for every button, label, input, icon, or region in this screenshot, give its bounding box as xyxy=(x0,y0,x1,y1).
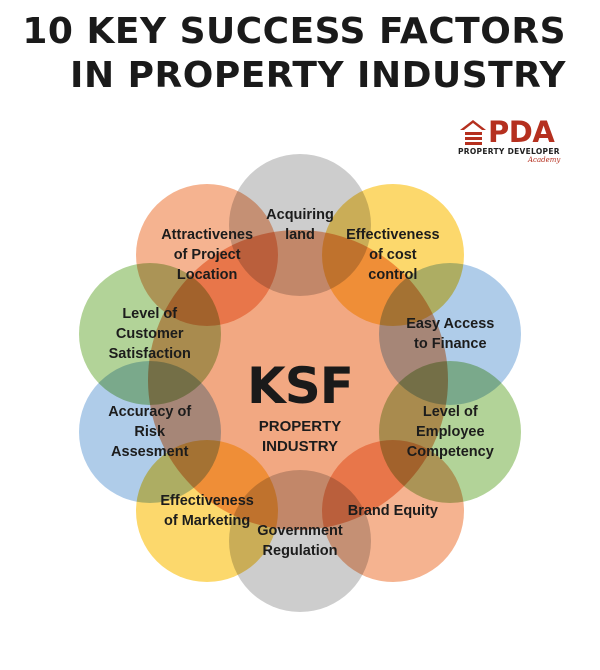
logo-subtitle: PROPERTY DEVELOPER xyxy=(458,147,560,156)
factor-label-line: Employee xyxy=(416,423,485,440)
factor-label-line: Level of xyxy=(122,306,178,323)
factor-label-line: Satisfaction xyxy=(108,346,191,363)
logo-script: Academy xyxy=(528,156,561,164)
factor-label-line: control xyxy=(368,267,418,284)
factor-label-line: land xyxy=(285,227,315,243)
center-subtitle-line-1: PROPERTY xyxy=(258,418,342,435)
factor-label-line: to Finance xyxy=(414,336,487,353)
factor-label-line: Attractivenes xyxy=(161,227,254,244)
factor-label-line: of cost xyxy=(369,247,417,264)
factor-label-line: Acquiring xyxy=(266,207,334,223)
logo-name: PDA xyxy=(488,115,555,149)
center-subtitle-line-2: INDUSTRY xyxy=(261,438,339,455)
center-subtitle: PROPERTY INDUSTRY xyxy=(200,417,400,457)
factor-label-line: Competency xyxy=(406,443,494,460)
factor-label-line: Effectiveness xyxy=(160,492,254,509)
factor-label-7: Effectiveness of Marketing xyxy=(141,491,273,531)
factor-label-line: Government xyxy=(257,523,343,539)
title-line-2: IN PROPERTY INDUSTRY xyxy=(70,55,566,96)
pda-logo: PDA PROPERTY DEVELOPER Academy xyxy=(458,116,566,166)
factor-label-line: of Project xyxy=(173,247,241,264)
factor-label-line: Level of xyxy=(422,403,478,420)
factor-label-2: Effectiveness of cost control xyxy=(327,225,459,285)
factor-label-5: Brand Equity xyxy=(327,501,459,521)
factor-label-line: of Marketing xyxy=(164,512,251,529)
title-line-1: 10 KEY SUCCESS FACTORS xyxy=(22,11,566,52)
factor-label-1: Acquiring land xyxy=(234,205,366,245)
factor-label-line: Customer xyxy=(115,326,184,343)
factor-label-line: Risk xyxy=(134,423,166,440)
center-title: KSF xyxy=(247,357,354,415)
factor-label-line: Accuracy of xyxy=(108,403,192,420)
factor-label-line: Location xyxy=(176,267,238,284)
factor-label-line: Brand Equity xyxy=(347,502,438,519)
factor-label-line: Regulation xyxy=(262,543,338,559)
factor-circle-10 xyxy=(136,184,279,327)
factor-label-line: Effectiveness xyxy=(346,227,440,244)
factor-label-3: Easy Access to Finance xyxy=(384,314,516,354)
factor-label-line: Assesment xyxy=(111,443,189,460)
factor-label-line: Easy Access xyxy=(406,316,495,333)
house-roof-icon xyxy=(460,120,486,145)
